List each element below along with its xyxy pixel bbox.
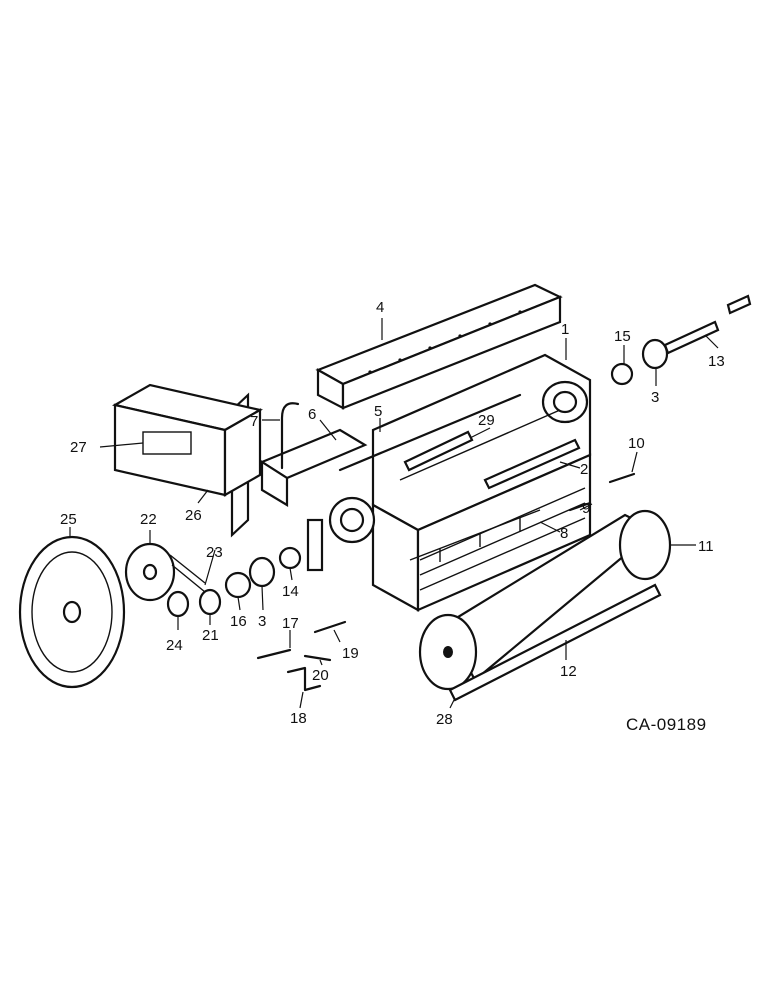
part-pin-9 xyxy=(568,501,592,512)
callout-9: 9 xyxy=(582,500,590,517)
callout-12: 12 xyxy=(560,663,577,680)
callout-18: 18 xyxy=(290,710,307,727)
callout-2: 2 xyxy=(580,461,588,478)
part-top-cover xyxy=(315,283,563,410)
callout-26: 26 xyxy=(185,507,202,524)
callout-19: 19 xyxy=(342,645,359,662)
callout-16: 16 xyxy=(230,613,247,630)
callout-28: 28 xyxy=(436,711,453,728)
callout-3-right: 3 xyxy=(651,389,659,406)
part-bearing-bracket xyxy=(259,428,376,572)
callout-24: 24 xyxy=(166,637,183,654)
part-right-bearing-set xyxy=(610,338,669,386)
part-bearing-left xyxy=(248,556,276,588)
part-collar xyxy=(278,546,302,570)
callout-10: 10 xyxy=(628,435,645,452)
callout-25: 25 xyxy=(60,511,77,528)
part-cover-box xyxy=(112,383,263,497)
callout-labels: 4 1 5 6 7 27 26 29 2 10 9 8 11 12 28 13 … xyxy=(60,299,725,728)
part-sprocket xyxy=(124,542,176,602)
figure-code: CA-09189 xyxy=(626,715,707,734)
part-chain xyxy=(169,554,206,593)
part-rod xyxy=(338,393,522,472)
callout-3-left: 3 xyxy=(258,613,266,630)
callout-14: 14 xyxy=(282,583,299,600)
callout-8: 8 xyxy=(560,525,568,542)
part-bottom-brackets xyxy=(409,509,541,562)
callout-17: 17 xyxy=(282,615,299,632)
callout-27: 27 xyxy=(70,439,87,456)
part-small-sprocket xyxy=(198,588,222,616)
part-shaft xyxy=(663,294,752,355)
callout-21: 21 xyxy=(202,627,219,644)
part-interior-slots xyxy=(403,430,581,490)
part-bushing xyxy=(224,571,252,599)
callout-leaders xyxy=(69,318,719,709)
part-elbow-pipe xyxy=(280,402,300,470)
callout-20: 20 xyxy=(312,667,329,684)
callout-22: 22 xyxy=(140,511,157,528)
callout-1: 1 xyxy=(561,321,569,338)
callout-7: 7 xyxy=(250,413,258,430)
part-idler-sprocket xyxy=(166,590,190,618)
part-angle-bar xyxy=(448,583,662,702)
callout-13: 13 xyxy=(708,353,725,370)
callout-6: 6 xyxy=(308,406,316,423)
part-drum xyxy=(418,509,672,691)
part-large-sprocket xyxy=(18,535,126,689)
part-pin-10 xyxy=(608,472,636,484)
callout-29: 29 xyxy=(478,412,495,429)
callout-4: 4 xyxy=(376,299,384,316)
part-main-housing xyxy=(371,353,592,612)
callout-15: 15 xyxy=(614,328,631,345)
callout-23: 23 xyxy=(206,544,223,561)
part-linkage xyxy=(256,620,347,692)
callout-5: 5 xyxy=(374,403,382,420)
callout-11: 11 xyxy=(698,538,714,555)
